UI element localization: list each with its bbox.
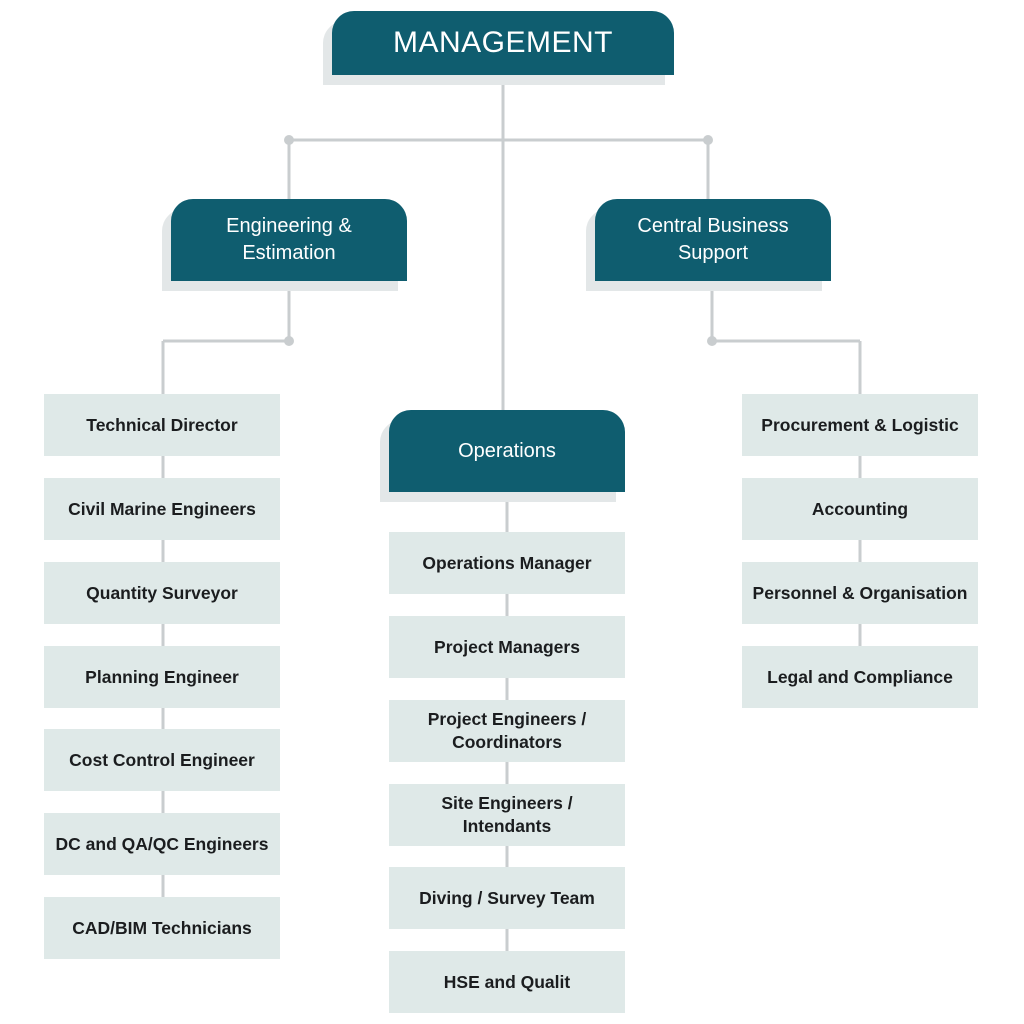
role-project-managers: Project Managers bbox=[389, 616, 625, 678]
role-planning-engineer: Planning Engineer bbox=[44, 646, 280, 708]
role-quantity-surveyor: Quantity Surveyor bbox=[44, 562, 280, 624]
management-label: MANAGEMENT bbox=[392, 25, 613, 59]
role-dc-qaqc-engineers: DC and QA/QC Engineers bbox=[44, 813, 280, 875]
junction-dot-right bbox=[703, 135, 713, 145]
role-personnel-organisation: Personnel & Organisation bbox=[742, 562, 978, 624]
engineering-label-line-1: Engineering & bbox=[226, 215, 352, 237]
role-label: Legal and Compliance bbox=[767, 666, 953, 687]
engineering-junction-dot bbox=[284, 336, 294, 346]
role-hse-and-qualit: HSE and Qualit bbox=[389, 951, 625, 1013]
role-label: Accounting bbox=[811, 498, 909, 519]
role-label: Operations Manager bbox=[422, 552, 592, 573]
role-civil-marine-engineers: Civil Marine Engineers bbox=[44, 478, 280, 540]
operations-label: Operations bbox=[458, 439, 556, 462]
role-label: Quantity Surveyor bbox=[86, 582, 238, 603]
role-label: Procurement & Logistic bbox=[761, 414, 959, 435]
management-box: MANAGEMENT bbox=[332, 11, 674, 75]
role-cad-bim-technicians: CAD/BIM Technicians bbox=[44, 897, 280, 959]
junction-dot-left bbox=[284, 135, 294, 145]
role-label: DC and QA/QC Engineers bbox=[55, 833, 269, 854]
role-label: Cost Control Engineer bbox=[69, 749, 255, 770]
role-diving-survey-team: Diving / Survey Team bbox=[389, 867, 625, 929]
role-label: Project Managers bbox=[434, 636, 580, 657]
role-project-engineers-coordinators: Project Engineers / Coordinators bbox=[389, 700, 625, 762]
role-procurement-logistic: Procurement & Logistic bbox=[742, 394, 978, 456]
central-junction-dot bbox=[707, 336, 717, 346]
role-label: Project Engineers / Coordinators bbox=[427, 709, 587, 752]
role-label: Technical Director bbox=[86, 414, 238, 435]
role-label: Diving / Survey Team bbox=[419, 887, 595, 908]
role-operations-manager: Operations Manager bbox=[389, 532, 625, 594]
central-business-support-box: Central Business Support bbox=[595, 199, 831, 281]
role-label: Civil Marine Engineers bbox=[68, 498, 256, 519]
role-technical-director: Technical Director bbox=[44, 394, 280, 456]
role-label: HSE and Qualit bbox=[443, 971, 571, 992]
engineering-label-line-2: Estimation bbox=[242, 242, 336, 264]
central-label-line-1: Central Business bbox=[637, 215, 789, 237]
engineering-estimation-box: Engineering & Estimation bbox=[171, 199, 407, 281]
role-cost-control-engineer: Cost Control Engineer bbox=[44, 729, 280, 791]
role-label: CAD/BIM Technicians bbox=[72, 917, 252, 938]
operations-box: Operations bbox=[389, 410, 625, 492]
role-label: Personnel & Organisation bbox=[752, 582, 968, 603]
role-site-engineers-intendants: Site Engineers / Intendants bbox=[389, 784, 625, 846]
role-accounting: Accounting bbox=[742, 478, 978, 540]
role-label: Planning Engineer bbox=[85, 666, 239, 687]
central-label-line-2: Support bbox=[677, 242, 749, 264]
role-legal-compliance: Legal and Compliance bbox=[742, 646, 978, 708]
role-label: Site Engineers / Intendants bbox=[441, 793, 573, 836]
